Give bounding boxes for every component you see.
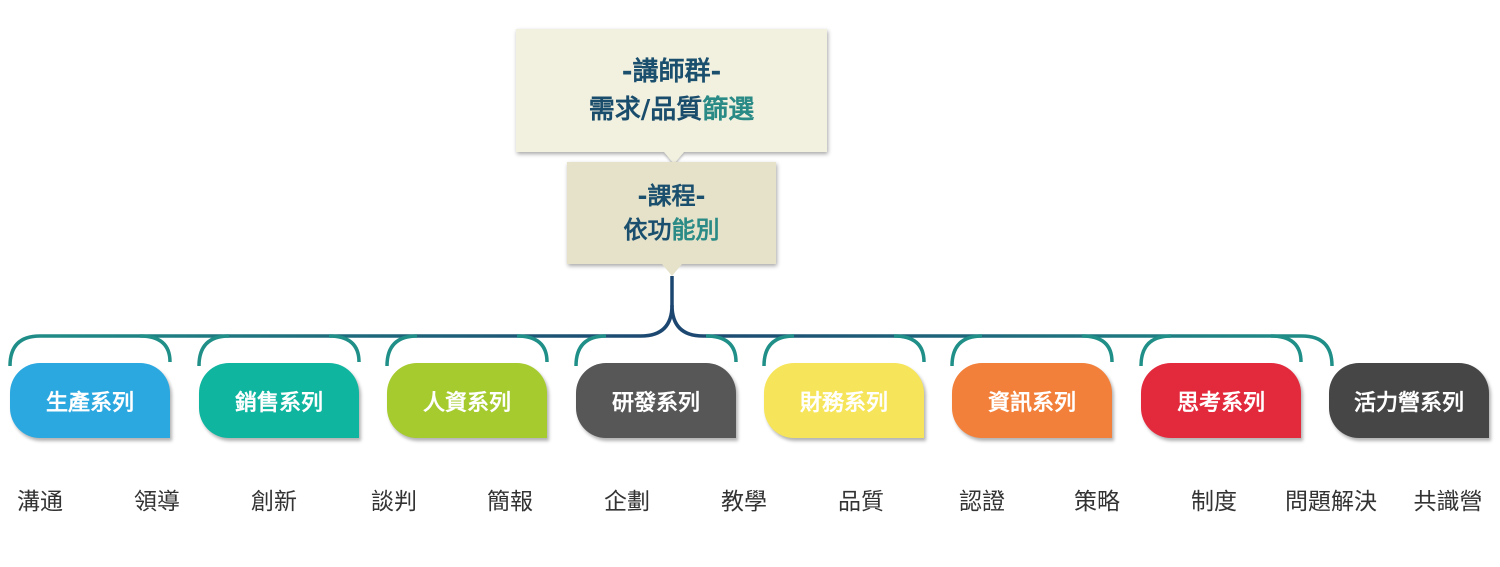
- branch-curve: [705, 334, 738, 363]
- instructor-title: -講師群-: [621, 56, 722, 87]
- connector-left: [8, 276, 674, 367]
- category-8: 活力營系列: [1329, 363, 1489, 438]
- branch-curve: [1139, 334, 1172, 367]
- category-3: 人資系列: [387, 363, 547, 438]
- branch-curve: [762, 334, 795, 367]
- course-subtitle-accent: 能別: [671, 216, 720, 244]
- branch-curve: [385, 334, 418, 367]
- topic-item: 簡報: [487, 489, 533, 515]
- instructor-subtitle-main: 需求/品質: [588, 94, 703, 125]
- topic-item: 認證: [959, 489, 1005, 515]
- instructor-subtitle-accent: 篩選: [702, 94, 755, 125]
- category-label: 思考系列: [1176, 390, 1265, 416]
- category-1: 生產系列: [10, 363, 170, 438]
- topic-item: 策略: [1074, 489, 1120, 515]
- category-6: 資訊系列: [952, 363, 1112, 438]
- branch-curve: [950, 334, 983, 367]
- category-2: 銷售系列: [199, 363, 359, 438]
- branch-curve: [574, 334, 607, 367]
- category-label: 生產系列: [45, 390, 134, 416]
- instructor-subtitle: 需求/品質篩選: [589, 91, 755, 129]
- course-box: -課程- 依功能別: [567, 162, 776, 264]
- course-subtitle-main: 依功: [623, 216, 672, 244]
- branch-curve: [516, 334, 549, 363]
- topic-item: 溝通: [17, 489, 63, 515]
- branch-curve: [328, 334, 361, 363]
- topic-item: 領導: [134, 489, 180, 515]
- branch-curve: [893, 334, 926, 363]
- instructor-box: -講師群- 需求/品質篩選: [516, 29, 827, 152]
- category-4: 研發系列: [576, 363, 736, 438]
- topic-item: 創新: [251, 489, 297, 515]
- arrow-down-icon: [662, 264, 682, 276]
- topic-item: 品質: [838, 489, 884, 515]
- category-label: 財務系列: [799, 390, 888, 416]
- branch-curve: [197, 334, 230, 367]
- topic-item: 企劃: [604, 489, 650, 515]
- topic-item: 教學: [721, 489, 767, 515]
- course-title: -課程-: [637, 182, 706, 210]
- branch-curve: [1270, 334, 1303, 363]
- category-label: 銷售系列: [234, 390, 323, 416]
- topic-item: 制度: [1191, 489, 1237, 515]
- topic-item: 問題解決: [1285, 489, 1377, 515]
- course-subtitle: 依功能別: [624, 213, 720, 247]
- connector-right: [670, 304, 1334, 367]
- topic-item: 談判: [371, 489, 417, 515]
- branch-curve: [139, 334, 172, 363]
- category-5: 財務系列: [764, 363, 924, 438]
- topic-item: 共識營: [1413, 489, 1483, 515]
- category-label: 活力營系列: [1353, 390, 1464, 416]
- branch-curve: [1081, 334, 1114, 363]
- category-label: 資訊系列: [987, 390, 1076, 416]
- category-label: 研發系列: [611, 390, 700, 416]
- category-label: 人資系列: [422, 390, 511, 416]
- category-7: 思考系列: [1141, 363, 1301, 438]
- arrow-down-icon: [664, 152, 684, 164]
